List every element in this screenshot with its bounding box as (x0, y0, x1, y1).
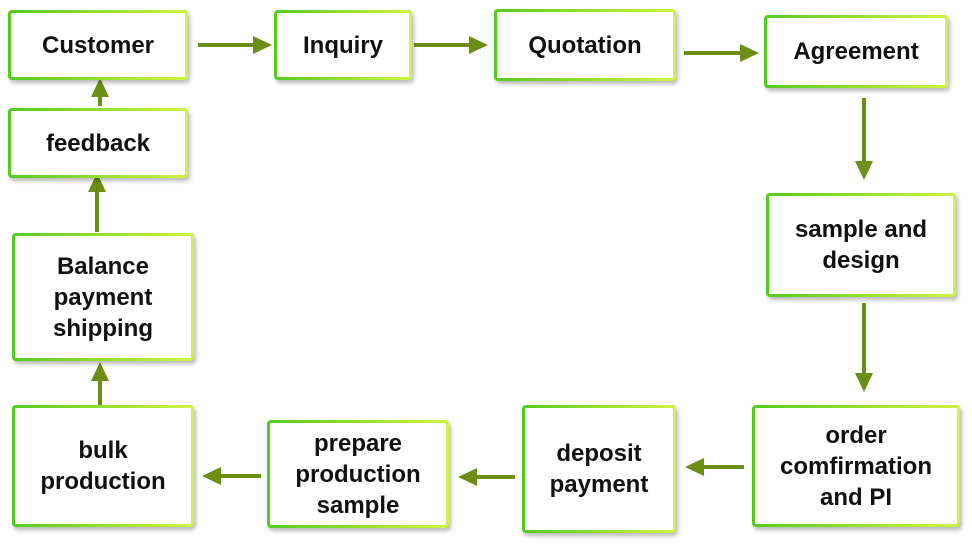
deposit-payment-label: deposit payment (549, 440, 649, 498)
inquiry-box: Inquiry (274, 10, 412, 80)
balance-shipping-box: Balance payment shipping (12, 233, 194, 361)
customer-to-inquiry-arrow (198, 36, 272, 54)
sample-to-order-arrow (855, 303, 873, 392)
prepare-to-bulk-arrow (202, 467, 261, 485)
inquiry-label: Inquiry (302, 31, 383, 59)
deposit-to-prepare-arrow (458, 468, 515, 486)
feedback-to-customer-arrow (91, 78, 109, 106)
order-confirmation-label: order comfirmation and PI (779, 421, 932, 511)
order-to-deposit-arrow (685, 458, 744, 476)
bulk-to-balance-arrow (91, 362, 109, 407)
customer-box: Customer (8, 10, 188, 80)
balance-shipping-label: Balance payment shipping (53, 252, 153, 342)
quotation-to-agreement-arrow (684, 44, 759, 62)
inquiry-to-quotation-arrow (414, 36, 488, 54)
agreement-to-sample-arrow (855, 98, 873, 180)
bulk-production-box: bulk production (12, 405, 194, 527)
quotation-box: Quotation (494, 9, 676, 81)
agreement-label: Agreement (793, 38, 919, 65)
sample-design-box: sample and design (766, 193, 956, 297)
agreement-box: Agreement (764, 15, 948, 88)
balance-to-feedback-arrow (88, 173, 106, 232)
sample-design-label: sample and design (794, 216, 928, 274)
feedback-label: feedback (45, 129, 151, 157)
prepare-sample-box: prepare production sample (267, 420, 449, 528)
prepare-sample-label: prepare production sample (295, 429, 421, 519)
customer-label: Customer (41, 31, 155, 59)
deposit-payment-box: deposit payment (522, 405, 676, 533)
bulk-production-label: bulk production (40, 437, 166, 495)
feedback-box: feedback (8, 108, 188, 178)
order-confirmation-box: order comfirmation and PI (752, 405, 960, 527)
quotation-label: Quotation (528, 31, 642, 59)
